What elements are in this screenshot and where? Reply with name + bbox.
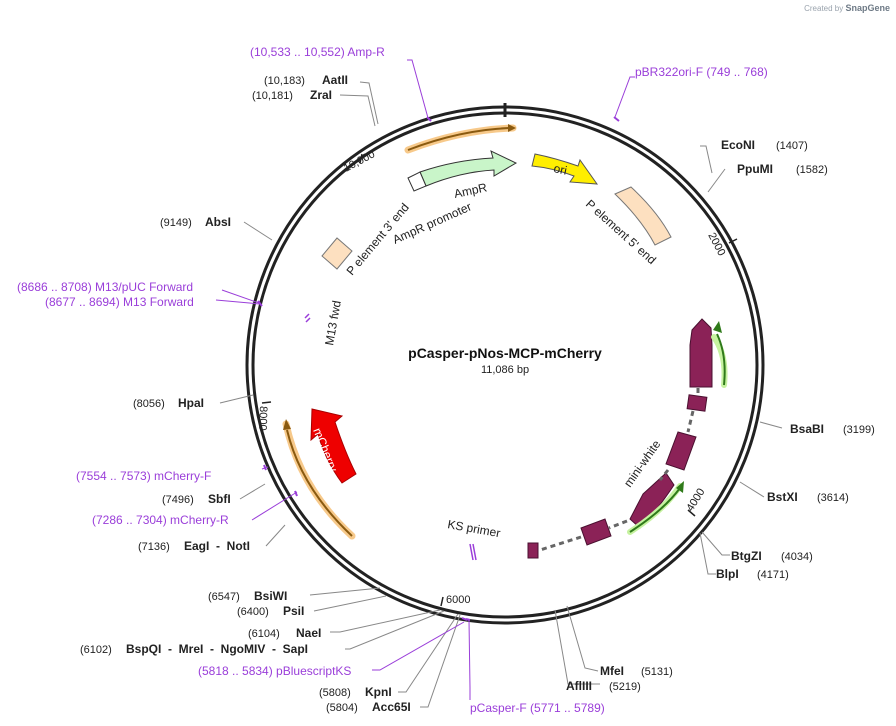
orange-feature-top-glow [404,124,517,154]
enzyme-pos-zrai: (10,181) [252,90,293,102]
enzyme-pos-mfei: (5131) [641,666,673,678]
enzyme-pos-blpi: (4171) [757,569,789,581]
enzyme-afliii[interactable]: AflIII [566,679,592,693]
enzyme-absi[interactable]: AbsI [205,215,231,229]
primer-m13-puc-forward[interactable]: (8686 .. 8708) M13/pUC Forward [17,280,193,294]
enzyme-pos-btgzi: (4034) [781,551,813,563]
tick-label-2000: 2000 [705,231,727,258]
m13-fwd-label: M13 fwd [322,299,344,346]
enzyme-ppumi[interactable]: PpuMI [737,162,773,176]
enzyme-pos-bsabi: (3199) [843,424,875,436]
green-feature-bottom-arrow [676,481,684,493]
enzyme-pos-eagi-noti: (7136) [138,541,170,553]
primer-pbluescriptks[interactable]: (5818 .. 5834) pBluescriptKS [198,664,351,678]
enzyme-eagi-noti[interactable]: EagI - NotI [184,539,250,553]
ampr-promoter-feature[interactable] [407,171,427,192]
p-element-3-feature[interactable] [321,237,353,270]
plasmid-name: pCasper-pNos-MCP-mCherry [408,345,602,361]
primer-amp-r[interactable]: (10,533 .. 10,552) Amp-R [250,45,385,59]
ks-primer-label: KS primer [446,517,501,540]
ori-feature[interactable] [531,153,599,185]
enzyme-pos-afliii: (5219) [609,681,641,693]
enzyme-pos-kpni: (5808) [319,687,351,699]
tick-label-6000: 6000 [446,594,470,606]
orange-feature-top [407,127,511,151]
enzyme-pos-bspqi-group: (6102) [80,644,112,656]
primer-pcasper-f[interactable]: pCasper-F (5771 .. 5789) [470,701,605,715]
enzyme-pos-bsiwi: (6547) [208,591,240,603]
enzyme-pos-acc65i: (5804) [326,702,358,714]
enzyme-psii[interactable]: PsiI [283,604,304,618]
green-feature-bottom [629,487,681,533]
enzyme-pos-naei: (6104) [248,628,280,640]
enzyme-blpi[interactable]: BlpI [716,567,739,581]
enzyme-pos-psii: (6400) [237,606,269,618]
mini-white-introns [539,388,700,552]
ks-primer-mark [469,543,474,561]
enzyme-mfei[interactable]: MfeI [600,664,624,678]
enzyme-aatii[interactable]: AatII [322,73,348,87]
enzyme-econi[interactable]: EcoNI [721,138,755,152]
enzyme-pos-econi: (1407) [776,140,808,152]
ampr-label: AmpR [453,180,489,201]
tick-label-8000: 8000 [256,406,269,431]
enzyme-bstxi[interactable]: BstXI [767,490,798,504]
enzyme-bsiwi[interactable]: BsiWI [254,589,287,603]
primer-pbr322ori-f[interactable]: pBR322ori-F (749 .. 768) [635,65,768,79]
brand-name: SnapGene [845,3,890,13]
enzyme-pos-hpai: (8056) [133,398,165,410]
enzyme-bspqi-group[interactable]: BspQI - MreI - NgoMIV - SapI [126,642,308,656]
enzyme-hpai[interactable]: HpaI [178,396,204,410]
green-feature-right-arrow [713,321,722,333]
enzyme-zrai[interactable]: ZraI [310,88,332,102]
enzyme-leader-lines [219,81,783,708]
enzyme-kpni[interactable]: KpnI [365,685,392,699]
enzyme-pos-bstxi: (3614) [817,492,849,504]
ori-label: ori [552,161,568,177]
enzyme-bsabi[interactable]: BsaBI [790,422,824,436]
primer-mcherry-f[interactable]: (7554 .. 7573) mCherry-F [76,469,211,483]
enzyme-naei[interactable]: NaeI [296,626,321,640]
m13-fwd-mark [304,313,310,319]
orange-feature-left-arrow [283,419,291,430]
p-element-5-feature[interactable] [614,186,672,246]
orange-feature-left [286,429,353,537]
ampr-feature[interactable] [419,150,518,187]
enzyme-acc65i[interactable]: Acc65I [372,700,411,714]
primer-mcherry-r[interactable]: (7286 .. 7304) mCherry-R [92,513,229,527]
plasmid-length: 11,086 bp [481,364,529,376]
enzyme-pos-ppumi: (1582) [796,164,828,176]
primer-leader-lines [215,59,635,700]
green-feature-right [716,333,726,386]
enzyme-sbfi[interactable]: SbfI [208,492,231,506]
brand-prefix: Created by [804,4,844,13]
tick-label-4000: 4000 [684,486,707,513]
enzyme-pos-sbfi: (7496) [162,494,194,506]
enzyme-pos-absi: (9149) [160,217,192,229]
primer-labels: (10,533 .. 10,552) Amp-R pBR322ori-F (74… [17,45,768,715]
primer-marks [257,116,620,621]
enzyme-btgzi[interactable]: BtgZI [731,549,762,563]
mcherry-feature[interactable] [310,408,357,484]
enzyme-labels: (10,183) AatII (10,181) ZraI EcoNI (1407… [80,73,875,714]
enzyme-pos-aatii: (10,183) [264,75,305,87]
snapgene-brand: Created by SnapGene [804,3,890,13]
primer-m13-forward[interactable]: (8677 .. 8694) M13 Forward [45,295,194,309]
mini-white-feature[interactable] [527,318,713,559]
green-feature-right-glow [711,334,728,388]
position-ticks [261,153,738,607]
orange-feature-top-arrow [508,124,516,132]
